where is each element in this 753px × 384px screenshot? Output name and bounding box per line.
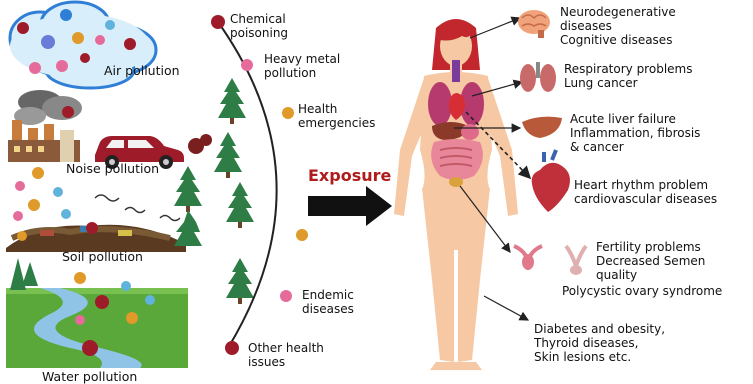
uterus-icon	[514, 246, 542, 270]
pathway-node-heavy-metal	[241, 59, 253, 71]
soil-pollution-label: Soil pollution	[62, 250, 143, 264]
pathway-node-endemic	[280, 290, 292, 302]
air-pollution-label: Air pollution	[104, 64, 180, 78]
tree-icon	[214, 132, 242, 178]
water-pollution-icon	[6, 258, 188, 368]
tree-icon	[226, 258, 254, 304]
tree-icon	[174, 166, 202, 212]
metabolic-effects-label: Diabetes and obesity,Thyroid diseases,Sk…	[534, 322, 665, 364]
noise-pollution-label: Noise pollution	[66, 162, 159, 176]
pcos-effects-label: Polycystic ovary syndrome	[562, 284, 722, 298]
exposure-arrow-icon	[308, 186, 392, 226]
brain-icon	[518, 10, 550, 38]
pathway-node-other	[225, 341, 239, 355]
heart-icon	[532, 150, 570, 212]
water-pollution-label: Water pollution	[42, 370, 137, 384]
pathway-node-health	[282, 107, 294, 119]
lungs-icon	[520, 62, 556, 92]
tree-icon	[226, 182, 254, 228]
liver-icon	[522, 117, 562, 138]
pathway-node-middle	[296, 229, 308, 241]
tree-icon	[218, 78, 246, 124]
pathway-node-chemical	[211, 15, 225, 29]
exposure-label: Exposure	[308, 166, 391, 185]
human-body-icon	[394, 19, 518, 370]
factory-icon	[8, 90, 82, 162]
male-reproductive-icon	[566, 246, 586, 275]
tree-icon	[174, 210, 202, 246]
pollutant-particles	[13, 167, 71, 221]
tree-icons	[174, 78, 254, 304]
